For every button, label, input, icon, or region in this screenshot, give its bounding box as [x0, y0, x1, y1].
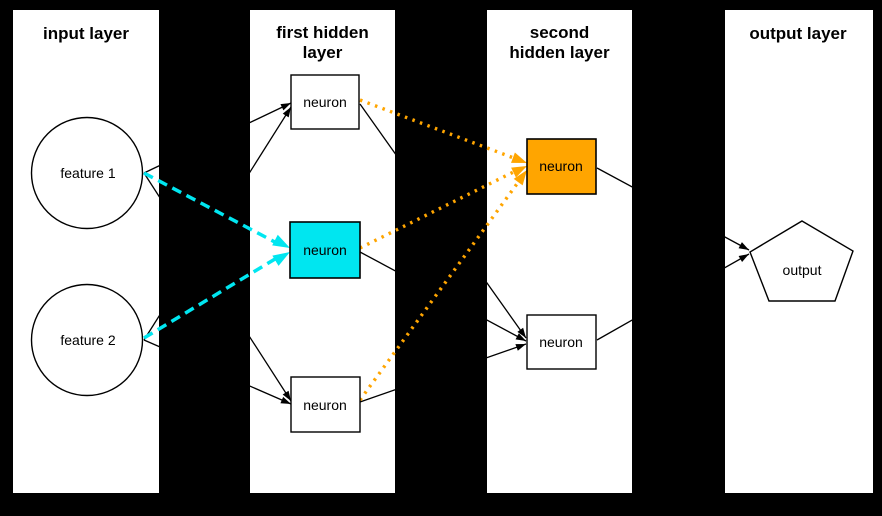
arrowhead-orange: [511, 166, 527, 178]
label-hidden2-top: neuron: [539, 158, 583, 174]
label-output: output: [783, 262, 822, 278]
label-hidden1-top: neuron: [303, 94, 347, 110]
edge-feature1-to-hidden1middle: [143, 171, 278, 245]
edge-feature1-to-hidden1bottom: [143, 172, 292, 402]
node-hidden2-top-highlighted: [526, 138, 597, 195]
edge-hidden1middle-to-hidden2top: [359, 169, 517, 250]
node-hidden2-bottom: [526, 314, 597, 370]
arrowhead: [515, 333, 526, 341]
arrowhead: [280, 103, 291, 111]
node-feature2: [30, 283, 144, 397]
arrowhead: [738, 254, 749, 263]
node-hidden1-bottom: [290, 376, 361, 433]
edges-black: [143, 102, 750, 405]
node-feature1: [30, 116, 144, 230]
arrowhead: [738, 242, 749, 250]
arrowhead: [515, 344, 526, 351]
panel-input-layer: [13, 10, 159, 493]
edge-hidden1middle-to-hidden2bottom: [359, 251, 527, 342]
edges-orange-dotted: [358, 98, 527, 401]
label-feature2: feature 2: [60, 332, 115, 348]
arrowhead: [517, 327, 526, 338]
node-hidden1-top: [290, 74, 360, 130]
arrowhead-cyan: [272, 234, 290, 248]
edge-hidden2bottom-to-output: [596, 253, 750, 341]
edge-hidden1top-to-hidden2top: [359, 98, 516, 160]
panel-title-first-hidden-line1: first hidden: [276, 23, 369, 42]
panel-second-hidden-layer: [487, 10, 632, 493]
edge-feature2-to-hidden1top: [143, 106, 292, 341]
edges-cyan-dashed: [143, 171, 290, 340]
node-output-pentagon: [749, 220, 854, 302]
edge-feature1-to-hidden1top: [143, 102, 292, 174]
label-hidden2-bottom: neuron: [539, 334, 583, 350]
edge-feature2-to-hidden1bottom: [143, 339, 292, 405]
label-feature1: feature 1: [60, 165, 115, 181]
panel-title-input-layer: input layer: [43, 24, 129, 43]
arrowhead-orange: [513, 170, 527, 186]
label-hidden1-middle: neuron: [303, 242, 347, 258]
panel-title-first-hidden-line2: layer: [303, 43, 343, 62]
arrowhead-orange: [511, 152, 527, 163]
edge-hidden1top-to-hidden2bottom: [359, 103, 527, 339]
panel-title-second-hidden-line1: second: [530, 23, 590, 42]
arrowhead: [280, 396, 291, 404]
label-hidden1-bottom: neuron: [303, 397, 347, 413]
edge-feature2-to-hidden1middle: [143, 256, 279, 340]
node-hidden1-middle-highlighted: [289, 221, 361, 279]
panel-title-second-hidden-line2: hidden layer: [509, 43, 610, 62]
arrowhead: [282, 390, 291, 401]
arrowhead-cyan: [272, 252, 290, 266]
edge-hidden1bottom-to-hidden2top: [358, 179, 521, 401]
arrowhead: [282, 107, 291, 118]
edge-hidden1bottom-to-hidden2bottom: [359, 343, 527, 403]
edge-hidden2top-to-output: [596, 167, 750, 251]
panel-title-output-layer: output layer: [749, 24, 847, 43]
